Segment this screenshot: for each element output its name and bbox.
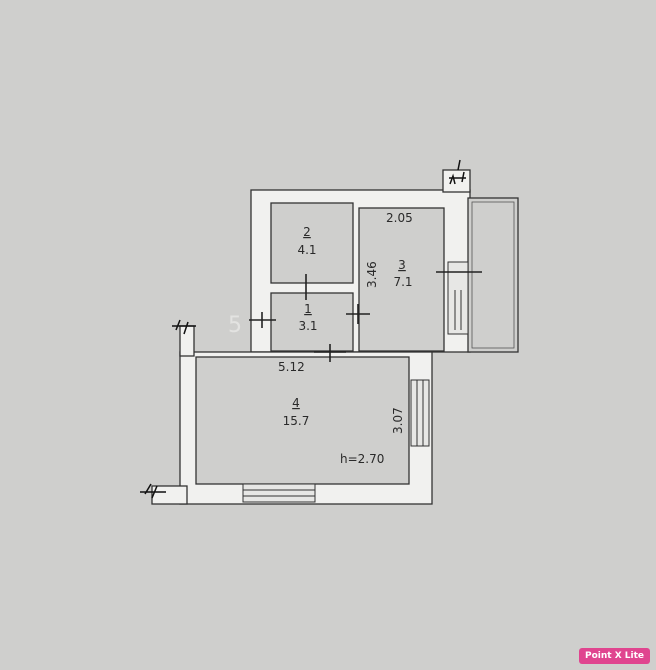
wall-notch-top [442,169,471,193]
windows [242,261,469,503]
stamp-mark: 5 [228,313,242,338]
watermark-badge: Point X Lite [578,648,650,664]
room-1-area: 3.1 [298,319,317,333]
wall-bottom-arm [151,485,188,505]
balcony-inner [471,201,515,349]
ceiling-height: h=2.70 [340,452,384,466]
balcony-door [447,261,469,335]
room-3-area: 7.1 [393,275,412,289]
window-room-4-right [410,379,430,447]
room-4-number: 4 [292,396,300,410]
dim-room-3-width: 2.05 [386,211,413,225]
room-4-floor [195,356,410,485]
room-2-floor [270,202,354,284]
dim-room-3-height: 3.46 [365,261,379,288]
break-marks [140,159,466,499]
dim-room-4-width: 5.12 [278,360,305,374]
room-interiors [195,202,445,485]
room-1-floor [270,292,354,352]
room-1-number: 1 [304,302,312,316]
dim-room-4-height: 3.07 [391,407,405,434]
room-3-number: 3 [398,258,406,272]
wall-left-arm [179,325,195,357]
room-2-area: 4.1 [297,243,316,257]
window-bottom [242,483,316,503]
door-ticks [249,271,482,362]
room-3-floor [358,207,445,352]
room-2-number: 2 [303,225,311,239]
balcony [467,197,519,353]
room-4-area: 15.7 [283,414,310,428]
